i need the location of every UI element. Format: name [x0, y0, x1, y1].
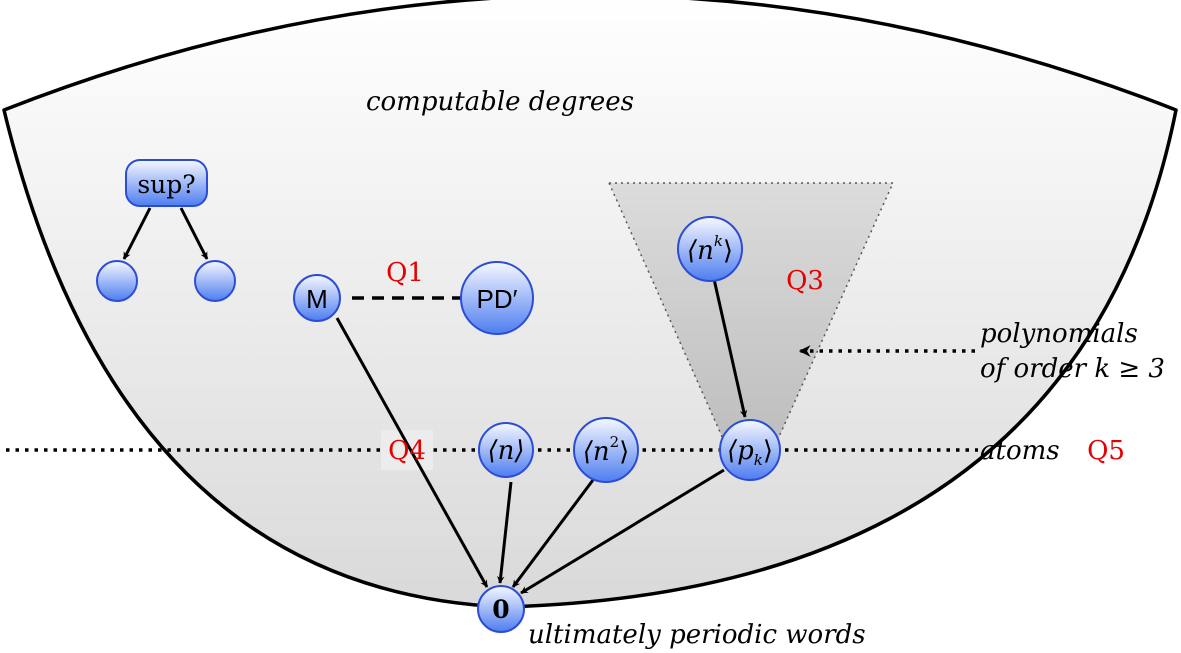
edge-sup-right — [179, 207, 209, 260]
node-sup — [125, 159, 208, 207]
computable-degrees-label: computable degrees — [366, 87, 634, 117]
q1-label: Q1 — [386, 258, 424, 288]
node-pd — [460, 261, 534, 335]
atoms-label: atoms — [980, 436, 1060, 466]
nk-close: ⟩ — [723, 236, 733, 266]
q4-label-background — [381, 430, 433, 470]
pk-close: ⟩ — [763, 436, 773, 466]
edge-n2-zero — [511, 479, 595, 588]
node-zero — [477, 585, 525, 633]
polynomials-label-line1: polynomials — [980, 319, 1138, 349]
polynomials-label-line2: of order k ≥ 3 — [980, 354, 1165, 384]
n2-close: ⟩ — [619, 437, 629, 467]
node-sup-label: sup? — [137, 170, 195, 199]
edge-pk-zero — [520, 468, 725, 595]
node-pk-label: ⟨pk⟩ — [727, 436, 773, 469]
node-n2-label: ⟨n2⟩ — [583, 433, 630, 467]
node-m-label: M — [306, 284, 328, 314]
node-child-left — [96, 260, 138, 302]
edge-m-zero — [335, 317, 489, 588]
node-nk — [677, 216, 743, 282]
node-zero-label: 0 — [492, 595, 509, 624]
ultimately-periodic-label: ultimately periodic words — [528, 620, 866, 650]
node-pd-label: PD′ — [477, 284, 518, 314]
nk-base: ⟨n — [687, 236, 714, 266]
node-pk — [719, 419, 781, 481]
pk-base: ⟨p — [727, 436, 754, 466]
n2-superscript: 2 — [610, 433, 620, 451]
edge-sup-left — [122, 207, 152, 260]
n2-base: ⟨n — [583, 437, 610, 467]
node-n — [478, 422, 534, 478]
node-nk-label: ⟨nk⟩ — [687, 232, 733, 266]
computable-degrees-region — [2, 0, 1178, 609]
node-child-right — [194, 260, 236, 302]
q4-label: Q4 — [388, 436, 426, 466]
pk-subscript: k — [754, 451, 763, 469]
q5-label: Q5 — [1087, 436, 1125, 466]
q3-label: Q3 — [786, 266, 824, 296]
node-n-label: ⟨n⟩ — [487, 436, 524, 466]
node-m — [293, 274, 341, 322]
node-n2 — [573, 417, 639, 483]
nk-superscript: k — [714, 232, 723, 250]
edge-n-zero — [497, 481, 513, 584]
edge-nk-pk — [712, 278, 748, 418]
